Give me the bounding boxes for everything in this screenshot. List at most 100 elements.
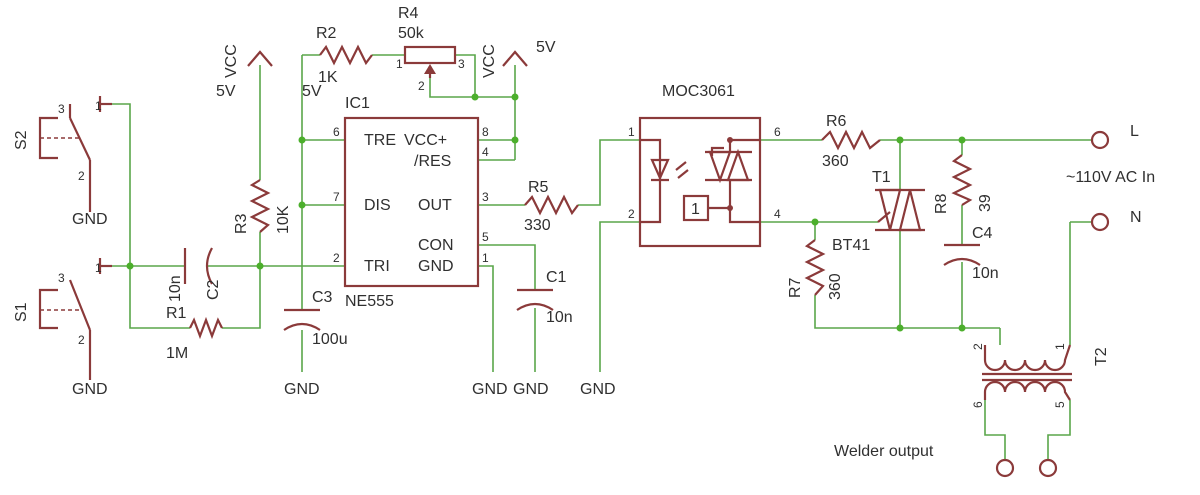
t1-name: T1 bbox=[872, 169, 891, 186]
welder-output-label: Welder output bbox=[834, 443, 934, 460]
ic1-tre: TRE bbox=[364, 132, 396, 149]
opto-pin-1: 1 bbox=[628, 125, 635, 139]
resistor-r5: R5 330 bbox=[524, 179, 579, 234]
line-l-label: L bbox=[1130, 123, 1139, 140]
junctions bbox=[126, 93, 966, 332]
opto-gnd-label: GND bbox=[580, 381, 616, 398]
vcc-r2-5v: 5V bbox=[302, 83, 322, 100]
c2-name: C2 bbox=[205, 279, 222, 300]
s2-label: S2 bbox=[13, 130, 30, 150]
t2-pin-6: 6 bbox=[971, 401, 985, 408]
ic1-vcc: VCC+ bbox=[404, 132, 447, 149]
opto-zero-cross: 1 bbox=[691, 201, 700, 218]
vcc-right-label: VCC bbox=[481, 44, 498, 78]
ic1-pin-2: 2 bbox=[333, 251, 340, 265]
resistor-r7: R7 360 bbox=[787, 239, 844, 300]
c1-name: C1 bbox=[546, 269, 567, 286]
ic1-pin-4: 4 bbox=[482, 145, 489, 159]
c3-value: 100u bbox=[312, 331, 348, 348]
terminal-n: N bbox=[1090, 209, 1142, 232]
ic1-name: IC1 bbox=[345, 95, 370, 112]
capacitor-c2: 10n C2 bbox=[167, 247, 222, 302]
c2-value: 10n bbox=[167, 275, 184, 302]
t2-pin-1: 1 bbox=[1053, 343, 1067, 350]
line-n-label: N bbox=[1130, 209, 1142, 226]
ic1-con: CON bbox=[418, 237, 454, 254]
r1-value: 1M bbox=[166, 345, 188, 362]
r1-name: R1 bbox=[166, 305, 187, 322]
r3-name: R3 bbox=[233, 213, 250, 234]
opto-pin-2: 2 bbox=[628, 207, 635, 221]
ic1-part: NE555 bbox=[345, 293, 394, 310]
vcc-right-5v: 5V bbox=[536, 39, 556, 56]
s2-pin-2: 2 bbox=[78, 169, 85, 183]
vcc-symbol-left: VCC 5V bbox=[216, 44, 273, 100]
ic1-pin-5: 5 bbox=[482, 230, 489, 244]
t2-pin-5: 5 bbox=[1053, 401, 1067, 408]
switch-s2: 3 1 2 S2 GND bbox=[13, 96, 112, 228]
s1-pin-3: 3 bbox=[58, 271, 65, 285]
vcc-left-5v: 5V bbox=[216, 83, 236, 100]
ic1-tri: TRI bbox=[364, 258, 390, 275]
r4-name: R4 bbox=[398, 5, 419, 22]
r2-value: 1K bbox=[318, 69, 338, 86]
triac-t1: T1 BT41 bbox=[832, 169, 925, 254]
capacitor-c1: C1 10n bbox=[516, 269, 573, 326]
c3-gnd-label: GND bbox=[284, 381, 320, 398]
r4-pin-3: 3 bbox=[458, 57, 465, 71]
r5-name: R5 bbox=[528, 179, 549, 196]
terminal-l: L bbox=[1090, 123, 1139, 150]
vcc-left-label: VCC bbox=[223, 44, 240, 78]
c3-name: C3 bbox=[312, 289, 333, 306]
r4-pin-2: 2 bbox=[418, 79, 425, 93]
ic1-res: /RES bbox=[414, 153, 451, 170]
c4-value: 10n bbox=[972, 265, 999, 282]
wires bbox=[112, 54, 1092, 460]
r5-value: 330 bbox=[524, 217, 551, 234]
resistor-r6: R6 360 bbox=[821, 113, 881, 170]
r4-value: 50k bbox=[398, 25, 425, 42]
resistor-r3: R3 10K bbox=[233, 179, 292, 234]
opto-pin-6: 6 bbox=[774, 125, 781, 139]
c1-value: 10n bbox=[546, 309, 573, 326]
s1-pin-2: 2 bbox=[78, 333, 85, 347]
r8-name: R8 bbox=[933, 193, 950, 214]
r8-value: 39 bbox=[977, 194, 994, 212]
r6-name: R6 bbox=[826, 113, 847, 130]
opto-name: MOC3061 bbox=[662, 83, 735, 100]
r2-name: R2 bbox=[316, 25, 337, 42]
r4-pin-1: 1 bbox=[396, 57, 403, 71]
ac-input-label: ~110V AC In bbox=[1066, 169, 1155, 186]
r3-value: 10K bbox=[275, 205, 292, 234]
ic1-out: OUT bbox=[418, 197, 452, 214]
s2-pin-3: 3 bbox=[58, 102, 65, 116]
resistor-r1: R1 1M bbox=[166, 305, 223, 362]
s1-label: S1 bbox=[13, 302, 30, 322]
potentiometer-r4: R4 50k 1 3 2 bbox=[396, 5, 465, 93]
c4-name: C4 bbox=[972, 225, 993, 242]
s2-gnd-label: GND bbox=[72, 211, 108, 228]
t2-name: T2 bbox=[1093, 347, 1110, 366]
s2-pin-1: 1 bbox=[95, 99, 102, 113]
r6-value: 360 bbox=[822, 153, 849, 170]
ic1-pin-3: 3 bbox=[482, 190, 489, 204]
vcc-symbol-right: VCC 5V bbox=[481, 39, 556, 78]
s1-pin-1: 1 bbox=[95, 261, 102, 275]
t1-part: BT41 bbox=[832, 237, 870, 254]
ic1-pin-8: 8 bbox=[482, 125, 489, 139]
c1-gnd-label: GND bbox=[513, 381, 549, 398]
s1-gnd-label: GND bbox=[72, 381, 108, 398]
switch-s1: 3 1 2 S1 GND bbox=[13, 258, 112, 398]
resistor-r2: R2 1K 5V bbox=[302, 25, 373, 100]
welder-terminals: Welder output bbox=[834, 443, 1058, 478]
ic1-pin-7: 7 bbox=[333, 190, 340, 204]
t2-pin-2: 2 bbox=[971, 343, 985, 350]
resistor-r8: R8 39 bbox=[933, 154, 994, 214]
ic1-ne555: IC1 NE555 TRE DIS TRI VCC+ /RES OUT CON … bbox=[333, 95, 489, 310]
transformer-t2: 2 1 6 5 T2 bbox=[971, 343, 1110, 408]
r7-value: 360 bbox=[827, 273, 844, 300]
ic1-pin-6: 6 bbox=[333, 125, 340, 139]
ic1-dis: DIS bbox=[364, 197, 391, 214]
ic1-gnd: GND bbox=[418, 258, 454, 275]
